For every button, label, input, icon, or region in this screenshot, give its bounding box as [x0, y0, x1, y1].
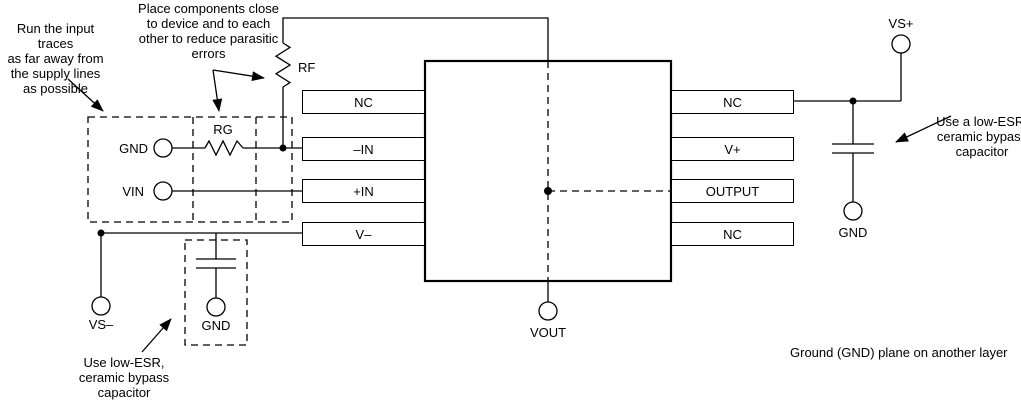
note-ground-plane: Ground (GND) plane on another layer	[790, 345, 1008, 360]
rf-resistor-symbol	[274, 42, 292, 88]
arrow-place-components-to-rg	[212, 69, 223, 112]
vout-label: VOUT	[529, 325, 567, 340]
vs-plus-supply-wire	[794, 53, 902, 102]
right-gnd-terminal	[843, 201, 863, 221]
bottom-gnd-label: GND	[201, 318, 231, 333]
pin-right-nc-bottom: NC	[671, 222, 794, 246]
input-region-dashed-dividers	[192, 117, 257, 222]
vs-plus-terminal	[891, 34, 911, 54]
rg-resistor-symbol	[204, 139, 244, 157]
ic-center-dot	[544, 187, 552, 195]
vs-minus-terminal	[91, 296, 111, 316]
note-run-input-traces: Run the input traces as far away from th…	[7, 21, 104, 96]
vin-terminal	[153, 181, 173, 201]
bypass-cap-dashed-box	[184, 239, 248, 346]
feedback-wire-top	[282, 17, 549, 61]
note-place-components: Place components close to device and to …	[138, 1, 279, 61]
pin-right-nc-top: NC	[671, 90, 794, 114]
arrow-input-traces	[67, 78, 104, 112]
bottom-bypass-capacitor	[196, 233, 236, 298]
input-region-dashed-box	[87, 116, 293, 223]
pin-left-inverting-input: –IN	[302, 137, 425, 161]
vs-plus-label: VS+	[888, 16, 914, 31]
note-use-low-esr-bottom: Use low-ESR, ceramic bypass capacitor	[78, 355, 170, 400]
pin-right-output: OUTPUT	[671, 179, 794, 203]
note-use-low-esr-right: Use a low-ESR, ceramic bypass capacitor	[936, 114, 1021, 159]
vin-label: VIN	[122, 184, 144, 199]
pin-left-noninverting-input: +IN	[302, 179, 425, 203]
vs-minus-label: VS–	[88, 317, 114, 332]
arrow-bottom-bypass-note	[141, 318, 172, 353]
pin-left-v-minus: V–	[302, 222, 425, 246]
rg-resistor-label: RG	[213, 122, 233, 137]
arrow-right-bypass-note	[895, 115, 952, 143]
bottom-gnd-terminal	[206, 297, 226, 317]
pin-right-v-plus: V+	[671, 137, 794, 161]
pin-left-nc: NC	[302, 90, 425, 114]
arrow-place-components-to-rf	[212, 69, 265, 82]
right-gnd-label: GND	[838, 225, 868, 240]
right-bypass-capacitor	[832, 101, 874, 202]
vout-terminal	[538, 301, 558, 321]
input-gnd-label: GND	[119, 141, 148, 156]
rf-resistor-label: RF	[298, 60, 316, 75]
input-gnd-terminal	[153, 138, 173, 158]
